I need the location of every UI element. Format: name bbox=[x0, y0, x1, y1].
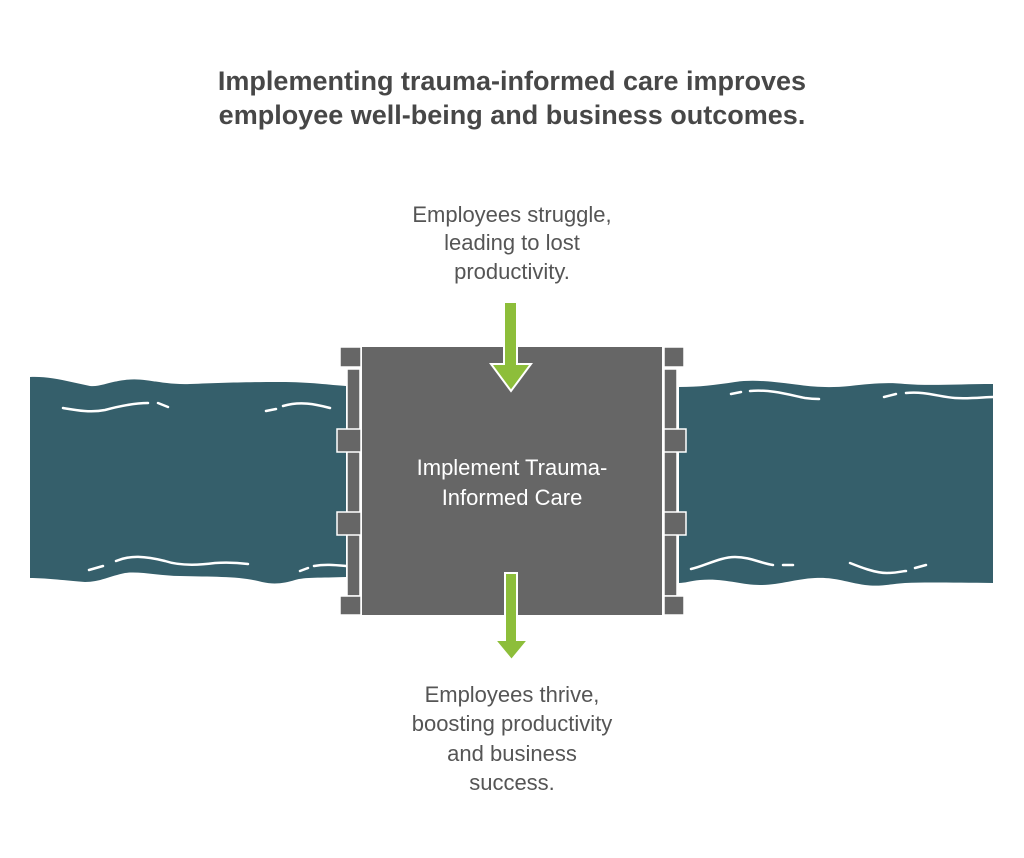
bridge-post-block-left-2 bbox=[336, 511, 362, 536]
wave-line bbox=[114, 555, 250, 566]
output-label-line-2: boosting productivity bbox=[412, 711, 613, 736]
wave-line bbox=[848, 561, 908, 575]
wave-line bbox=[904, 391, 995, 400]
river-right-water bbox=[679, 380, 993, 586]
bridge-post-block-right-1 bbox=[663, 428, 687, 453]
bridge-post-rail-right bbox=[663, 368, 678, 597]
input-label-line-3: productivity. bbox=[454, 259, 570, 284]
bridge-label-line-2: Informed Care bbox=[442, 485, 583, 510]
wave-line bbox=[61, 401, 150, 413]
bridge-label-line-1: Implement Trauma- bbox=[417, 455, 608, 480]
river-left-water bbox=[30, 376, 346, 584]
wave-dash bbox=[87, 564, 105, 572]
wave-dash bbox=[913, 563, 928, 570]
bridge: Implement Trauma- Informed Care bbox=[336, 346, 687, 616]
output-label-line-4: success. bbox=[469, 770, 555, 795]
wave-dash bbox=[729, 390, 743, 396]
river-right bbox=[679, 380, 995, 586]
output-label-line-3: and business bbox=[447, 741, 577, 766]
output-label-line-1: Employees thrive, bbox=[425, 682, 600, 707]
wave-line bbox=[312, 563, 348, 568]
bridge-post-cap-left-bottom bbox=[339, 595, 362, 616]
output-label: Employees thrive, boosting productivity … bbox=[412, 682, 613, 795]
wave-line bbox=[281, 402, 332, 410]
diagram-title: Implementing trauma-informed care improv… bbox=[218, 66, 806, 130]
input-label: Employees struggle, leading to lost prod… bbox=[412, 202, 611, 284]
bridge-post-rail-left bbox=[346, 368, 361, 597]
wave-line bbox=[689, 555, 775, 571]
wave-dash bbox=[298, 566, 310, 573]
bridge-post-cap-left-top bbox=[339, 346, 362, 368]
wave-dash bbox=[156, 401, 170, 409]
bridge-post-block-right-2 bbox=[663, 511, 687, 536]
bridge-deck bbox=[362, 347, 662, 615]
bridge-post-cap-right-bottom bbox=[663, 595, 685, 616]
river-left bbox=[30, 376, 348, 584]
arrow-down-in-icon bbox=[489, 301, 533, 393]
arrow-down-out-icon bbox=[492, 572, 531, 662]
wave-line bbox=[748, 389, 821, 401]
bridge-post-block-left-1 bbox=[336, 428, 362, 453]
bridge-post-cap-right-top bbox=[663, 346, 685, 368]
title-line-1: Implementing trauma-informed care improv… bbox=[218, 66, 806, 96]
title-line-2: employee well-being and business outcome… bbox=[219, 100, 806, 130]
wave-dash bbox=[264, 407, 278, 413]
input-label-line-2: leading to lost bbox=[444, 230, 580, 255]
wave-dash bbox=[882, 392, 898, 399]
input-label-line-1: Employees struggle, bbox=[412, 202, 611, 227]
